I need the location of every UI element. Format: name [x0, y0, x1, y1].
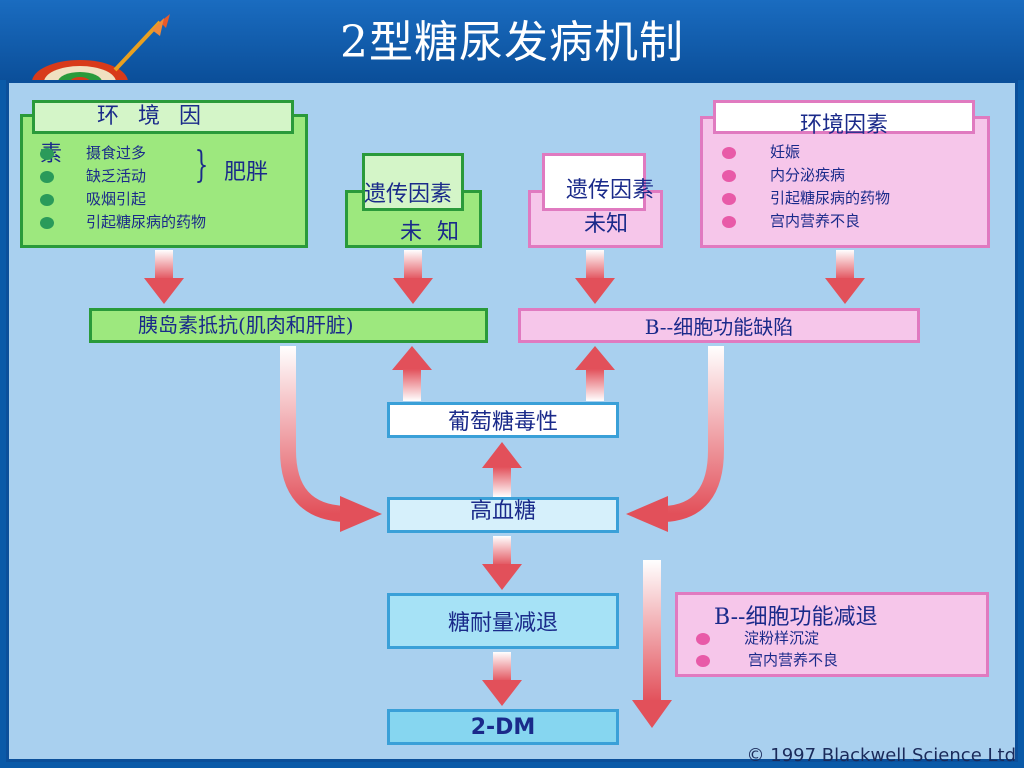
- genetic-left-header: [362, 153, 464, 211]
- arrow-curve-right: [626, 346, 724, 532]
- bullet-icon: [696, 655, 710, 667]
- arrow-env-left-down: [144, 250, 184, 304]
- arrow-genetic-right-down: [575, 250, 615, 304]
- env-left-list: 摄食过多 缺乏活动 吸烟引起 引起糖尿病的药物: [40, 142, 206, 234]
- hyperglycemia-box: 高血糖: [387, 497, 619, 533]
- arrow-up-to-beta: [575, 346, 615, 401]
- arrow-curve-left: [280, 346, 382, 532]
- arrow-env-right-down: [825, 250, 865, 304]
- obesity-label: 肥胖: [224, 160, 269, 185]
- env-factors-left-box: [20, 114, 308, 248]
- dm-label: 2-DM: [470, 714, 536, 740]
- copyright-text: © 1997 Blackwell Science Ltd: [746, 745, 1016, 766]
- bullet-icon: [722, 147, 736, 159]
- beta-decline-box: B--细胞功能减退 淀粉样沉淀 宫内营养不良: [675, 592, 989, 677]
- env-factors-right-box: [700, 116, 990, 248]
- beta-decline-header: B--细胞功能减退: [714, 605, 878, 630]
- env-left-header-text: 环 境 因: [97, 104, 207, 129]
- list-item: 淀粉样沉淀: [696, 627, 838, 649]
- bullet-icon: [40, 217, 54, 229]
- arrow-up-to-insulin: [392, 346, 432, 401]
- arrow-genetic-left-down: [393, 250, 433, 304]
- env-factors-left-header: 环 境 因: [32, 100, 294, 134]
- arrow-down-to-dm: [482, 652, 522, 706]
- env-right-header-text: 环境因素: [799, 113, 888, 138]
- genetic-left-sub: 未 知: [400, 220, 463, 245]
- env-right-list: 妊娠 内分泌疾病 引起糖尿病的药物 宫内营养不良: [722, 141, 890, 233]
- arrow-up-to-glucotoxicity: [482, 442, 522, 497]
- glucotoxicity-box: 葡萄糖毒性: [387, 402, 619, 438]
- bullet-icon: [696, 633, 710, 645]
- list-item: 引起糖尿病的药物: [722, 187, 890, 210]
- list-item: 吸烟引起: [40, 188, 206, 211]
- impaired-tolerance-label: 糖耐量减退: [447, 611, 558, 636]
- bullet-icon: [40, 148, 54, 160]
- list-item: 宫内营养不良: [696, 649, 838, 671]
- impaired-tolerance-box: 糖耐量减退: [387, 593, 619, 649]
- genetic-right-title: 遗传因素: [566, 178, 655, 203]
- insulin-resistance-label: 胰岛素抵抗(肌肉和肝脏): [138, 313, 354, 337]
- bullet-icon: [40, 171, 54, 183]
- dm-box: 2-DM: [387, 709, 619, 745]
- list-item: 妊娠: [722, 141, 890, 164]
- list-item: 内分泌疾病: [722, 164, 890, 187]
- arrow-long-down-right: [632, 560, 672, 728]
- bullet-icon: [722, 170, 736, 182]
- bracket-icon: }: [194, 145, 209, 186]
- insulin-resistance-box: 胰岛素抵抗(肌肉和肝脏): [89, 308, 488, 343]
- header-bar: 2型糖尿发病机制: [0, 0, 1024, 80]
- page-title: 2型糖尿发病机制: [340, 17, 684, 68]
- list-item: 缺乏活动: [40, 165, 206, 188]
- list-item: 宫内营养不良: [722, 210, 890, 233]
- genetic-left-title: 遗传因素: [364, 182, 453, 207]
- dartboard-logo-icon: [32, 14, 170, 80]
- genetic-right-sub: 未知: [584, 212, 629, 237]
- hyperglycemia-label: 高血糖: [469, 499, 536, 524]
- glucotoxicity-label: 葡萄糖毒性: [447, 410, 558, 435]
- bullet-icon: [722, 193, 736, 205]
- arrow-down-to-tolerance: [482, 536, 522, 590]
- list-item: 引起糖尿病的药物: [40, 211, 206, 234]
- bullet-icon: [40, 194, 54, 206]
- beta-defect-box: B--细胞功能缺陷: [518, 308, 920, 343]
- genetic-right-header: [542, 153, 646, 211]
- beta-defect-label: B--细胞功能缺陷: [644, 315, 794, 339]
- bullet-icon: [722, 216, 736, 228]
- list-item: 摄食过多: [40, 142, 206, 165]
- env-factors-right-header: 环境因素: [713, 100, 975, 138]
- beta-decline-list: 淀粉样沉淀 宫内营养不良: [696, 627, 838, 671]
